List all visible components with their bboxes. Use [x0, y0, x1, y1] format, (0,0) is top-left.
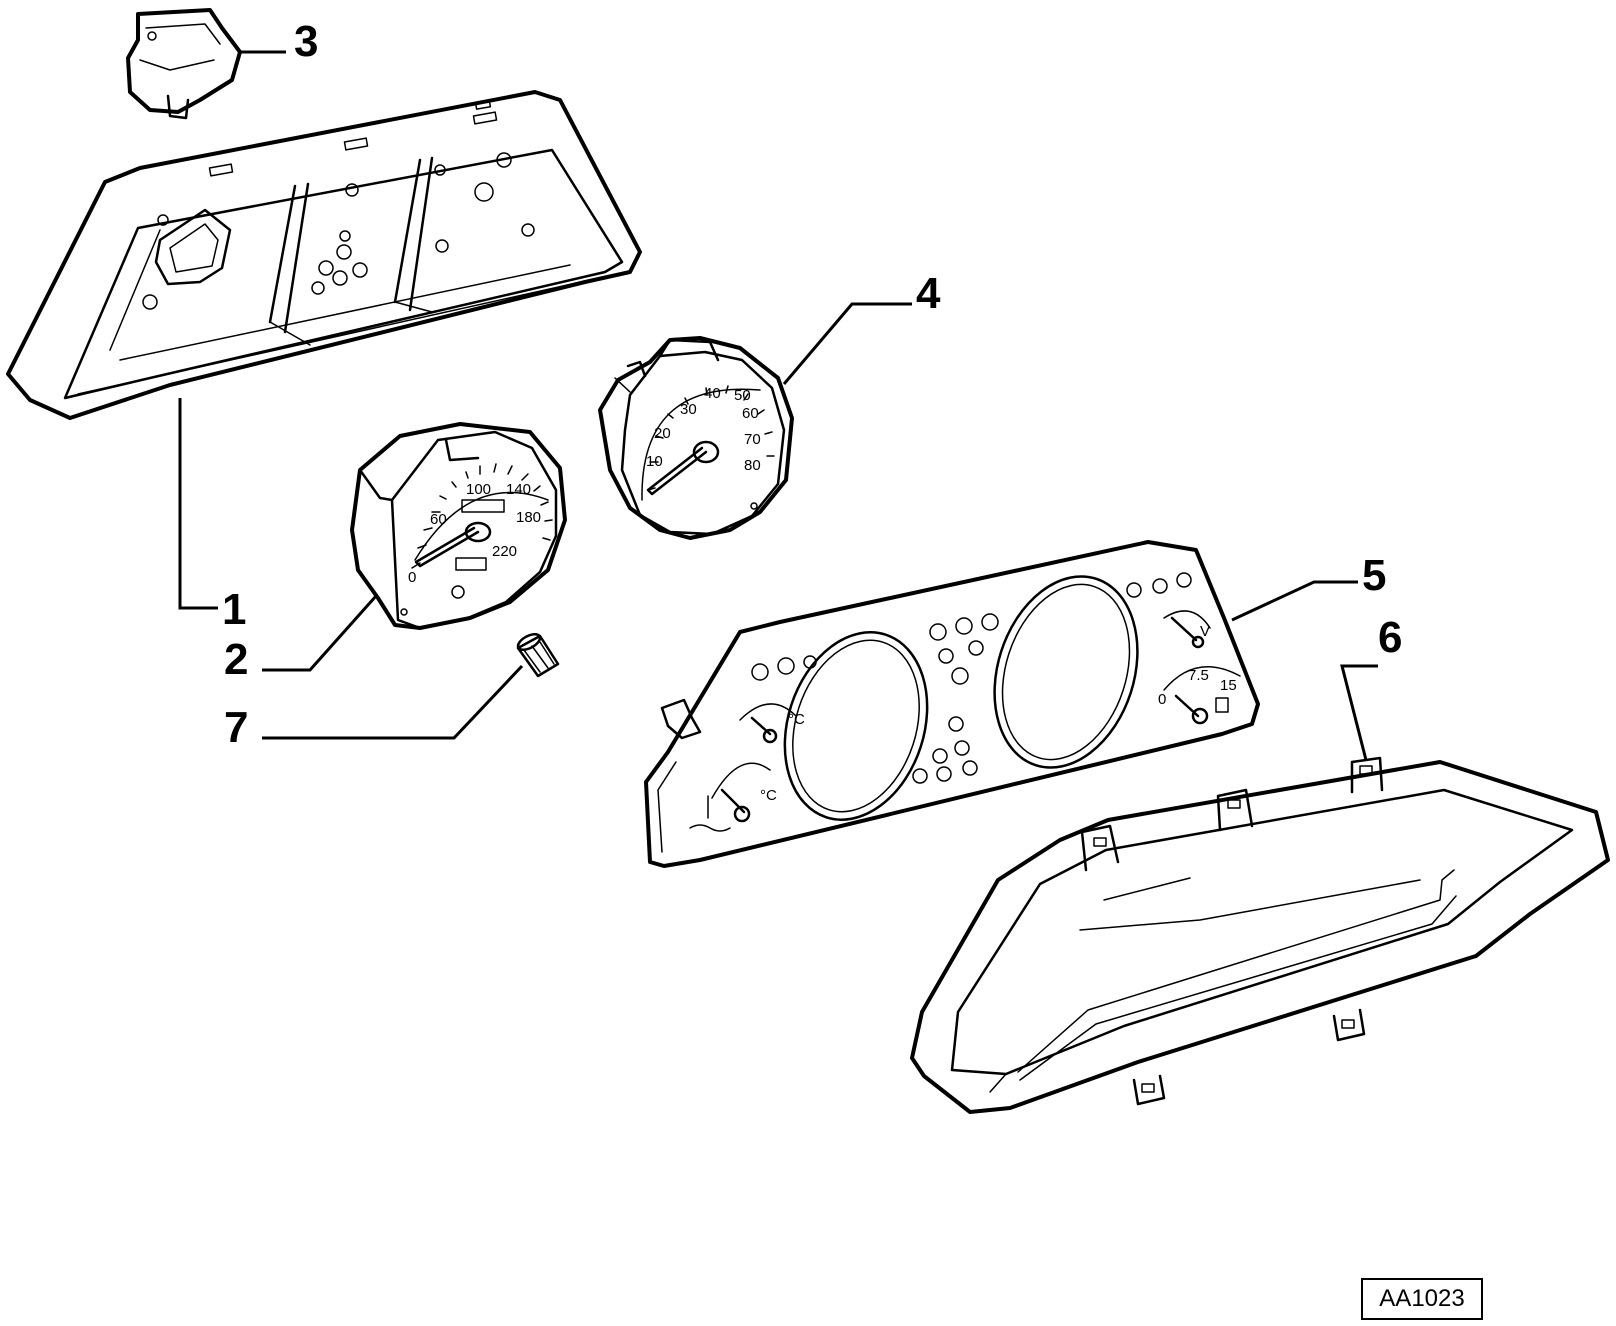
- tachometer-label-40: 40: [704, 385, 721, 402]
- trip-window: [455, 557, 487, 571]
- callout-2: 2: [224, 635, 248, 684]
- part-2-speedometer: 0 60 100 140 180 220: [350, 422, 567, 630]
- tachometer-label-20: 20: [654, 425, 671, 442]
- leader-line-7: [262, 664, 524, 740]
- left-dial-opening: [783, 631, 929, 821]
- warning-lamp-icons-left: [751, 655, 817, 681]
- tachometer-label-50: 50: [734, 387, 751, 404]
- speedometer-label-60: 60: [430, 511, 447, 528]
- mounting-tab-5: [1332, 1008, 1366, 1042]
- callout-numbers: 1 2 3 4 5 6 7: [222, 17, 1402, 752]
- leader-line-5: [1231, 580, 1358, 622]
- callout-1: 1: [222, 585, 246, 634]
- speedometer-ticks: [411, 463, 553, 569]
- right-dial-opening: [993, 575, 1139, 769]
- tachometer-label-10: 10: [646, 453, 663, 470]
- tachometer-label-30: 30: [680, 401, 697, 418]
- speedometer-label-140: 140: [506, 481, 531, 498]
- voltmeter-unit: V: [1200, 623, 1210, 640]
- speedometer-label-180: 180: [516, 509, 541, 526]
- part-1-instrument-housing: [6, 90, 642, 420]
- reference-code-box: AA1023: [1361, 1278, 1483, 1320]
- fuel-label-mid: 7.5: [1188, 667, 1209, 684]
- oil-temperature-gauge: °C: [739, 703, 805, 744]
- coolant-temperature-gauge: °C: [689, 762, 777, 832]
- fuel-label-min: 0: [1158, 691, 1166, 708]
- speedometer-label-100: 100: [466, 481, 491, 498]
- tachometer-label-70: 70: [744, 431, 761, 448]
- leader-line-1: [178, 398, 218, 610]
- mounting-tab-2: [1216, 788, 1254, 832]
- callout-4: 4: [916, 269, 941, 318]
- leader-line-4: [782, 302, 912, 385]
- speedometer-label-220: 220: [492, 543, 517, 560]
- warning-lamp-icons-right: [1126, 572, 1192, 598]
- warning-lamp-icons-center: [912, 613, 999, 784]
- tachometer-label-80: 80: [744, 457, 761, 474]
- part-7-trip-knob: [516, 633, 560, 678]
- part-4-tachometer: 10 20 30 40 50 60 70 80: [598, 336, 794, 540]
- mounting-tab-1: [1080, 824, 1120, 872]
- oil-temp-unit: °C: [788, 711, 805, 728]
- callout-3: 3: [294, 17, 318, 66]
- leader-line-6: [1340, 664, 1378, 761]
- callout-7: 7: [224, 703, 248, 752]
- odometer-window: [461, 499, 505, 513]
- voltmeter-gauge: V: [1163, 610, 1211, 649]
- fuel-gauge: 0 7.5 15: [1158, 665, 1241, 725]
- callout-6: 6: [1378, 613, 1402, 662]
- fuel-pump-icon: [1215, 697, 1229, 713]
- leader-lines: [178, 50, 1378, 761]
- callout-5: 5: [1362, 551, 1386, 600]
- part-3-connector-module: [126, 8, 242, 120]
- reference-code: AA1023: [1379, 1285, 1465, 1312]
- fuel-label-max: 15: [1220, 677, 1237, 694]
- part-6-front-bezel: [910, 756, 1610, 1114]
- leader-line-2: [262, 595, 378, 672]
- part-5-dial-face-plate: °C °C V 0 7.5 15: [644, 540, 1260, 868]
- coolant-temp-unit: °C: [760, 787, 777, 804]
- mounting-tab-4: [1132, 1074, 1166, 1106]
- speedometer-label-0: 0: [408, 569, 416, 586]
- tachometer-label-60: 60: [742, 405, 759, 422]
